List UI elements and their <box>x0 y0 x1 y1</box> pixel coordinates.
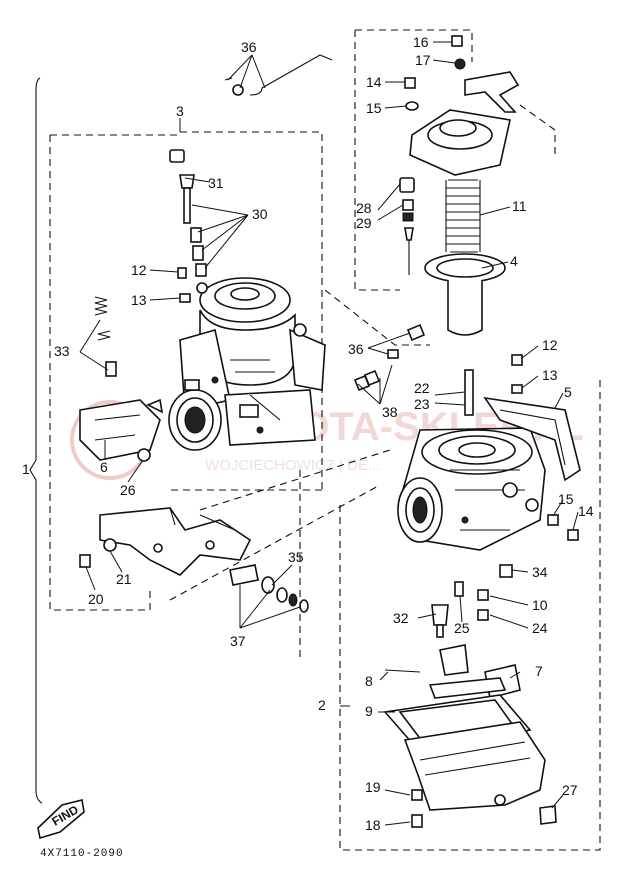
callout-17: 17 <box>415 52 431 68</box>
washer-21 <box>103 538 117 552</box>
callout-6: 6 <box>100 459 108 475</box>
callout-29: 29 <box>356 215 372 231</box>
callout-7: 7 <box>535 663 543 679</box>
piston-group-box <box>354 29 556 291</box>
callout-38: 38 <box>382 404 398 420</box>
callout-3: 3 <box>176 103 184 119</box>
bolt-26 <box>137 448 151 462</box>
subassembly-2-box <box>339 380 601 851</box>
callout-30: 30 <box>252 206 268 222</box>
callout-1: 1 <box>22 461 30 477</box>
callout-21: 21 <box>116 571 132 587</box>
callout-2: 2 <box>318 697 326 713</box>
callout-24: 24 <box>532 620 548 636</box>
callout-31: 31 <box>208 175 224 191</box>
callout-14-right: 14 <box>578 503 594 519</box>
callout-37: 37 <box>230 633 246 649</box>
callout-15-right: 15 <box>558 491 574 507</box>
callout-35: 35 <box>288 549 304 565</box>
callout-12-right: 12 <box>542 337 558 353</box>
callout-22: 22 <box>414 380 430 396</box>
callout-23: 23 <box>414 396 430 412</box>
callout-33: 33 <box>54 343 70 359</box>
callout-18: 18 <box>365 817 381 833</box>
right-small-parts <box>353 323 579 638</box>
callout-5: 5 <box>564 384 572 400</box>
callout-labels: 36 3 31 30 12 13 33 6 26 1 20 21 35 37 1… <box>22 34 594 833</box>
callout-4: 4 <box>510 253 518 269</box>
watermark-sub-text: WOJCIECHOWICZ | DE... <box>205 457 381 474</box>
mounting-plate <box>99 507 252 576</box>
link-rod-36 <box>224 54 333 96</box>
callout-25: 25 <box>454 620 470 636</box>
callout-28: 28 <box>356 200 372 216</box>
callout-32: 32 <box>393 610 409 626</box>
callout-36-top: 36 <box>241 39 257 55</box>
callout-20: 20 <box>88 591 104 607</box>
callout-26: 26 <box>120 482 136 498</box>
float-bowl-assembly <box>383 644 557 828</box>
left-screws <box>177 267 191 303</box>
callout-14-top: 14 <box>366 74 382 90</box>
left-carburetor <box>168 277 326 451</box>
callout-11: 11 <box>512 198 527 214</box>
callout-27: 27 <box>562 782 578 798</box>
right-carburetor <box>397 396 581 551</box>
callout-34: 34 <box>532 564 548 580</box>
diagram-reference-code: 4X7110-2090 <box>40 848 124 860</box>
callout-16: 16 <box>413 34 429 50</box>
subassembly-3-box <box>49 131 323 611</box>
callout-19: 19 <box>365 779 381 795</box>
callout-12-left: 12 <box>131 262 147 278</box>
callout-8: 8 <box>365 673 373 689</box>
callout-10: 10 <box>532 597 548 613</box>
callout-9: 9 <box>365 703 373 719</box>
callout-36-right: 36 <box>348 341 364 357</box>
callout-15-top: 15 <box>366 100 382 116</box>
leader-lines <box>79 41 579 826</box>
piston-group <box>399 35 520 336</box>
assembly-bracket-1 <box>29 77 43 804</box>
joint-pipe-35 <box>229 564 309 613</box>
callout-13-right: 13 <box>542 367 558 383</box>
cable-bracket-6 <box>79 398 164 461</box>
screw-20 <box>79 554 91 568</box>
callout-13-left: 13 <box>131 292 147 308</box>
left-jet-stack <box>169 149 208 294</box>
find-arrow-icon: FIND <box>37 799 85 840</box>
